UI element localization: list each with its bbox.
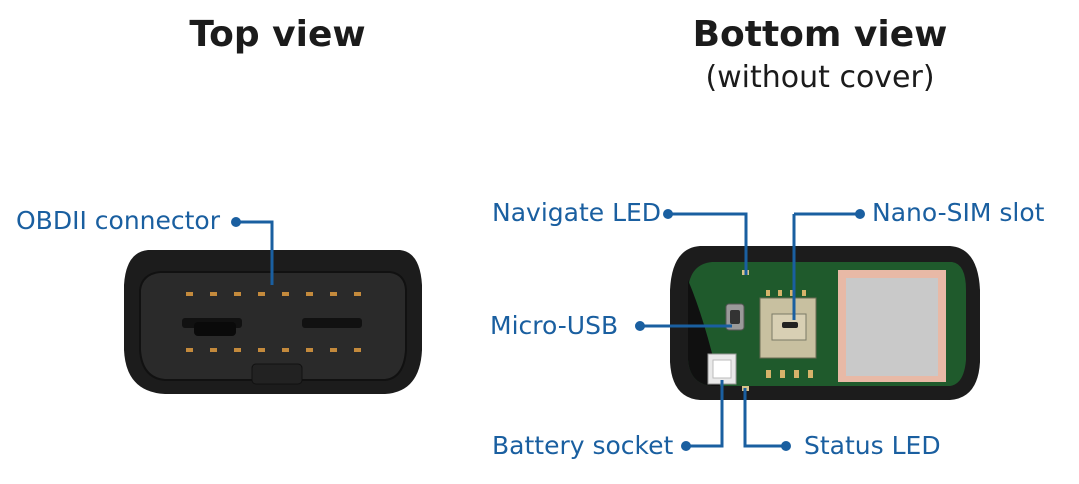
bottom-device-drawing xyxy=(670,246,980,400)
navigate-led-label: Navigate LED xyxy=(492,198,661,227)
micro-usb-label: Micro-USB xyxy=(490,311,618,340)
battery-socket-label: Battery socket xyxy=(492,431,673,460)
obdii-connector-label: OBDII connector xyxy=(16,206,220,235)
status-led-label: Status LED xyxy=(804,431,941,460)
nano-sim-slot-label: Nano-SIM slot xyxy=(872,198,1044,227)
